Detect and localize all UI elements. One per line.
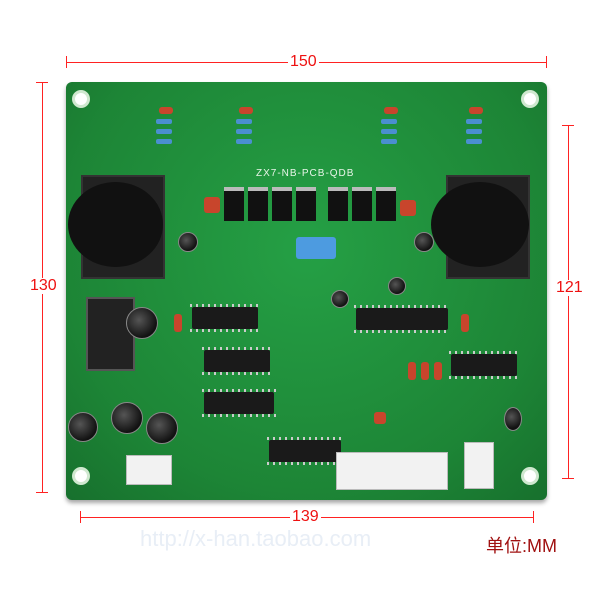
electrolytic-capacitor	[126, 307, 158, 339]
capacitor	[421, 362, 429, 380]
transistor	[328, 187, 348, 221]
dimension-tick	[546, 56, 547, 68]
resistor-group	[461, 107, 506, 157]
transformer-core	[431, 182, 529, 267]
connector-p3	[464, 442, 494, 489]
board-silkscreen-title: ZX7-NB-PCB-QDB	[256, 168, 355, 179]
ic-chip	[202, 389, 276, 417]
electrolytic-capacitor	[414, 232, 434, 252]
resistor-group	[231, 107, 276, 157]
capacitor	[374, 412, 386, 424]
resistor-group	[151, 107, 196, 157]
mounting-hole	[72, 90, 90, 108]
electrolytic-capacitor	[331, 290, 349, 308]
electrolytic-capacitor	[504, 407, 522, 431]
right-dimension-label: 121	[554, 279, 585, 296]
ic-chip	[190, 304, 260, 332]
transistor	[224, 187, 244, 221]
mounting-hole	[521, 467, 539, 485]
ic-chip	[449, 351, 519, 379]
bottom-dimension-label: 139	[290, 508, 321, 525]
electrolytic-capacitor	[388, 277, 406, 295]
electrolytic-capacitor	[146, 412, 178, 444]
dimension-tick	[562, 125, 574, 126]
electrolytic-capacitor	[178, 232, 198, 252]
dimension-tick	[36, 82, 48, 83]
dimension-tick	[36, 492, 48, 493]
top-dimension-label: 150	[288, 53, 319, 70]
dimension-tick	[533, 511, 534, 523]
watermark-url: http://x-han.taobao.com	[140, 526, 372, 551]
connector-p2	[336, 452, 448, 490]
varistor	[204, 197, 220, 213]
varistor	[400, 200, 416, 216]
capacitor	[408, 362, 416, 380]
ic-chip	[267, 437, 343, 465]
transistor	[296, 187, 316, 221]
dimension-tick	[66, 56, 67, 68]
capacitor	[434, 362, 442, 380]
capacitor	[461, 314, 469, 332]
dimension-tick	[80, 511, 81, 523]
electrolytic-capacitor	[111, 402, 143, 434]
connector-p1	[126, 455, 172, 485]
capacitor	[174, 314, 182, 332]
dimension-tick	[562, 478, 574, 479]
transistor	[272, 187, 292, 221]
ic-chip	[354, 305, 450, 333]
resistor-group	[376, 107, 421, 157]
transistor	[248, 187, 268, 221]
transformer-core	[68, 182, 163, 267]
unit-label: 单位:MM	[486, 536, 557, 556]
left-dimension-label: 130	[28, 277, 59, 294]
mounting-hole	[72, 467, 90, 485]
transistor	[352, 187, 372, 221]
ic-chip	[202, 347, 272, 375]
film-capacitor	[296, 237, 336, 259]
transistor	[376, 187, 396, 221]
mounting-hole	[521, 90, 539, 108]
right-dimension-line	[568, 125, 569, 479]
electrolytic-capacitor	[68, 412, 98, 442]
pcb-board: ZX7-NB-PCB-QDB	[66, 82, 547, 500]
heatsink	[86, 297, 135, 371]
